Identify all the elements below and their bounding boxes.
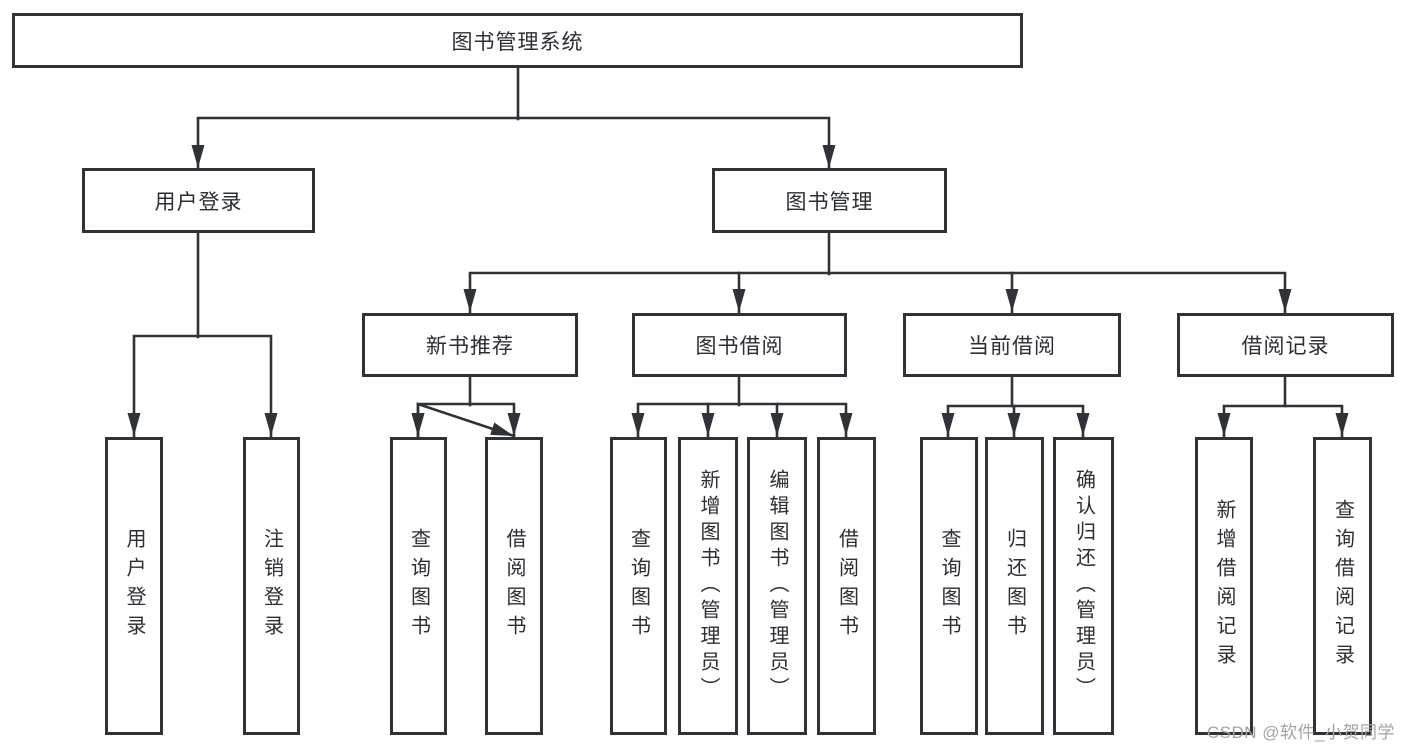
- leaf-newbook-borrow-books: 借阅图书: [485, 437, 543, 735]
- node-label: 借阅记录: [1241, 335, 1330, 358]
- node-label: 查询借阅记录: [1331, 499, 1354, 673]
- node-user-login: 用户登录: [82, 168, 315, 233]
- leaf-current-return-books: 归还图书: [985, 437, 1044, 735]
- node-label: 图书借阅: [695, 335, 784, 358]
- node-label: 确认归还（管理员）: [1072, 469, 1095, 703]
- leaf-newbook-query-books: 查询图书: [390, 437, 447, 735]
- node-label: 当前借阅: [968, 335, 1056, 358]
- leaf-borrow-query-books: 查询图书: [610, 437, 667, 735]
- leaf-borrow-edit-books-admin: 编辑图书（管理员）: [747, 437, 807, 735]
- node-label: 借阅图书: [503, 528, 525, 644]
- node-label: 用户登录: [123, 528, 145, 644]
- node-book-management: 图书管理: [712, 168, 947, 233]
- leaf-current-confirm-return-admin: 确认归还（管理员）: [1053, 437, 1114, 735]
- node-book-borrowing: 图书借阅: [632, 313, 847, 377]
- node-new-book-recommend: 新书推荐: [362, 313, 578, 377]
- node-label: 图书管理系统: [451, 30, 584, 54]
- node-label: 编辑图书（管理员）: [766, 469, 788, 703]
- node-current-borrowing: 当前借阅: [903, 313, 1121, 377]
- node-label: 注销登录: [260, 528, 283, 644]
- node-label: 用户登录: [154, 190, 243, 214]
- node-label: 查询图书: [627, 528, 650, 644]
- leaf-records-add-record: 新增借阅记录: [1195, 437, 1253, 735]
- node-label: 查询图书: [938, 528, 960, 644]
- node-label: 归还图书: [1003, 528, 1026, 644]
- leaf-borrow-add-books-admin: 新增图书（管理员）: [678, 437, 738, 735]
- node-label: 新增借阅记录: [1213, 499, 1235, 673]
- leaf-logout-login: 注销登录: [243, 437, 300, 735]
- node-library-system: 图书管理系统: [12, 13, 1023, 68]
- node-label: 新书推荐: [426, 335, 514, 358]
- node-borrowing-records: 借阅记录: [1177, 313, 1394, 377]
- leaf-records-query-record: 查询借阅记录: [1313, 437, 1372, 735]
- leaf-borrow-borrow-books: 借阅图书: [817, 437, 876, 735]
- leaf-user-login: 用户登录: [105, 437, 163, 735]
- leaf-current-query-books: 查询图书: [920, 437, 978, 735]
- node-label: 查询图书: [407, 528, 430, 644]
- node-label: 新增图书（管理员）: [697, 469, 719, 703]
- node-label: 图书管理: [785, 190, 874, 214]
- watermark: CSDN @软件_小贺同学: [1206, 723, 1395, 742]
- node-label: 借阅图书: [835, 528, 858, 644]
